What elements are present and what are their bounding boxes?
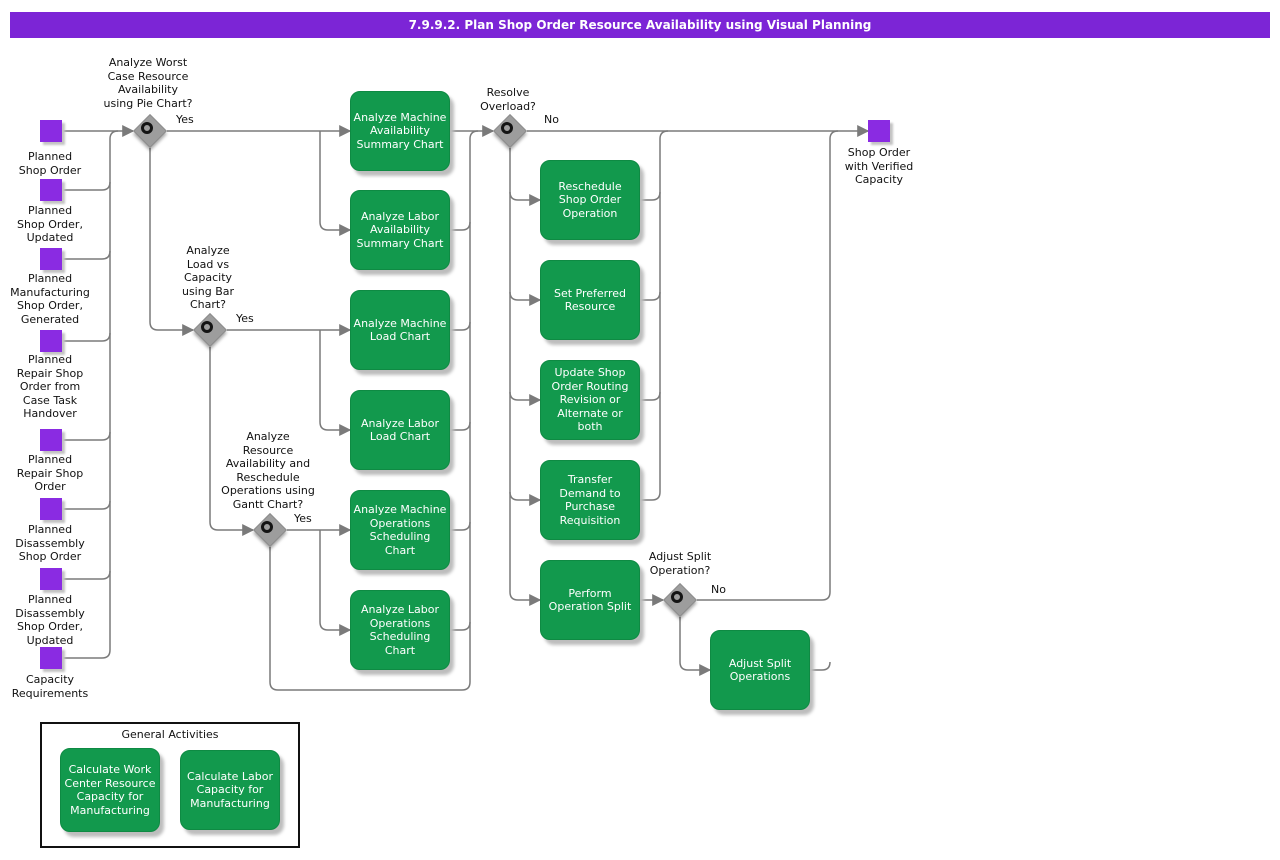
activity-analyze-machine-load-chart[interactable]: Analyze Machine Load Chart: [350, 290, 450, 370]
decision-gantt-chart: [252, 512, 288, 548]
decision-circle-icon: [671, 591, 683, 603]
start-event-capacity-requirements: [40, 647, 62, 669]
start-event-planned-shop-order: [40, 120, 62, 142]
decision-resolve-overload-question: Resolve Overload?: [480, 86, 536, 113]
decision-circle-icon: [261, 521, 273, 533]
start-event-planned-repair-shop-order-from-case-task-handover: [40, 330, 62, 352]
activity-analyze-machine-operations-scheduling-chart[interactable]: Analyze Machine Operations Scheduling Ch…: [350, 490, 450, 570]
start-event-planned-repair-shop-order-from-case-task-handover-label: Planned Repair Shop Order from Case Task…: [16, 353, 84, 420]
activity-update-shop-order-routing-revision[interactable]: Update Shop Order Routing Revision or Al…: [540, 360, 640, 440]
decision-load-vs-capacity-bar-chart-answer: Yes: [236, 312, 254, 325]
general-activities-title: General Activities: [121, 728, 219, 741]
end-event-shop-order-with-verified-capacity-label: Shop Order with Verified Capacity: [844, 146, 914, 186]
start-event-capacity-requirements-label: Capacity Requirements: [11, 673, 89, 700]
start-event-planned-manufacturing-shop-order-generated: [40, 248, 62, 270]
start-event-planned-shop-order-label: Planned Shop Order: [18, 150, 82, 177]
decision-worst-case-pie-chart: [132, 113, 168, 149]
activity-calculate-labor-capacity-for-manufacturing[interactable]: Calculate Labor Capacity for Manufacturi…: [180, 750, 280, 830]
activity-transfer-demand-to-purchase-requisition[interactable]: Transfer Demand to Purchase Requisition: [540, 460, 640, 540]
decision-adjust-split-operation: [662, 582, 698, 618]
start-event-planned-repair-shop-order: [40, 429, 62, 451]
decision-circle-icon: [141, 122, 153, 134]
decision-resolve-overload-answer: No: [544, 113, 559, 126]
decision-worst-case-pie-chart-answer: Yes: [176, 113, 194, 126]
activity-analyze-labor-operations-scheduling-chart[interactable]: Analyze Labor Operations Scheduling Char…: [350, 590, 450, 670]
start-event-planned-disassembly-shop-order-updated: [40, 568, 62, 590]
decision-worst-case-pie-chart-question: Analyze Worst Case Resource Availability…: [103, 56, 193, 110]
start-event-planned-shop-order-updated-label: Planned Shop Order, Updated: [17, 204, 83, 244]
decision-gantt-chart-question: Analyze Resource Availability and Resche…: [221, 430, 315, 511]
activity-calculate-work-center-resource-capacity-for-manufacturing[interactable]: Calculate Work Center Resource Capacity …: [60, 748, 160, 832]
start-event-planned-disassembly-shop-order-updated-label: Planned Disassembly Shop Order, Updated: [15, 593, 85, 647]
decision-adjust-split-operation-answer: No: [711, 583, 726, 596]
decision-adjust-split-operation-question: Adjust Split Operation?: [648, 550, 712, 577]
activity-analyze-machine-availability-summary-chart[interactable]: Analyze Machine Availability Summary Cha…: [350, 91, 450, 171]
start-event-planned-disassembly-shop-order-label: Planned Disassembly Shop Order: [15, 523, 85, 563]
decision-load-vs-capacity-bar-chart: [192, 312, 228, 348]
decision-gantt-chart-answer: Yes: [294, 512, 312, 525]
start-event-planned-shop-order-updated: [40, 179, 62, 201]
decision-resolve-overload: [492, 113, 528, 149]
activity-analyze-labor-load-chart[interactable]: Analyze Labor Load Chart: [350, 390, 450, 470]
activity-set-preferred-resource[interactable]: Set Preferred Resource: [540, 260, 640, 340]
activity-analyze-labor-availability-summary-chart[interactable]: Analyze Labor Availability Summary Chart: [350, 190, 450, 270]
decision-circle-icon: [201, 321, 213, 333]
start-event-planned-repair-shop-order-label: Planned Repair Shop Order: [16, 453, 84, 493]
end-event-shop-order-with-verified-capacity: [868, 120, 890, 142]
flow-connectors: [62, 125, 870, 691]
start-event-planned-manufacturing-shop-order-generated-label: Planned Manufacturing Shop Order, Genera…: [10, 272, 90, 326]
activity-adjust-split-operations[interactable]: Adjust Split Operations: [710, 630, 810, 710]
activity-perform-operation-split[interactable]: Perform Operation Split: [540, 560, 640, 640]
activity-reschedule-shop-order-operation[interactable]: Reschedule Shop Order Operation: [540, 160, 640, 240]
page-title: 7.9.9.2. Plan Shop Order Resource Availa…: [10, 12, 1270, 38]
decision-load-vs-capacity-bar-chart-question: Analyze Load vs Capacity using Bar Chart…: [181, 244, 235, 311]
decision-circle-icon: [501, 122, 513, 134]
start-event-planned-disassembly-shop-order: [40, 498, 62, 520]
